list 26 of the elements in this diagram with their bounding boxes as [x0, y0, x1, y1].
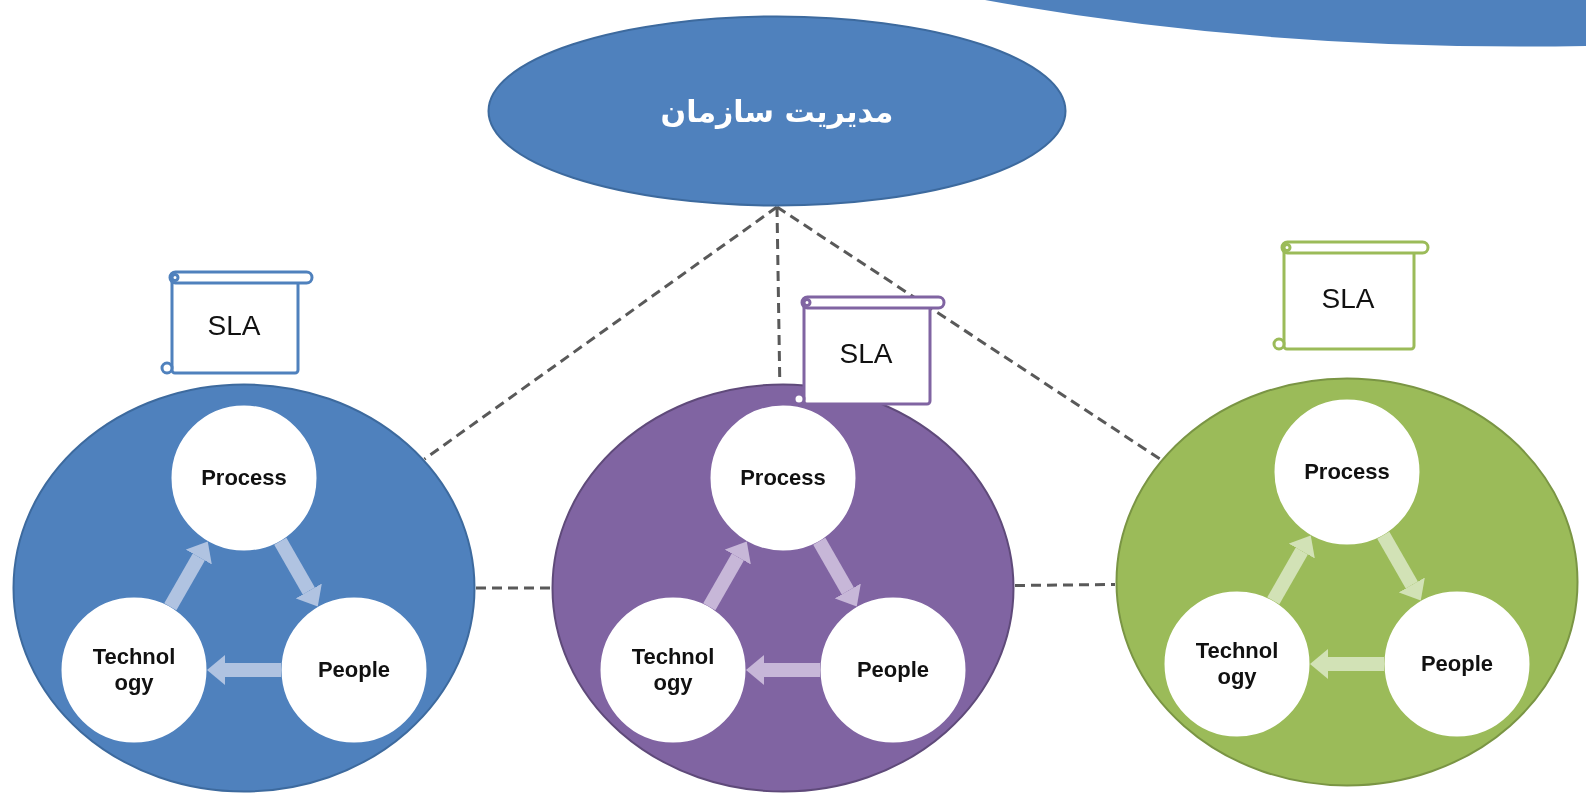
circle-label: People [1419, 650, 1495, 678]
dashed-connector [423, 205, 778, 461]
cycle-arrow [703, 541, 751, 611]
circle-label: Process [200, 464, 288, 492]
circle-label: Process [1303, 458, 1391, 486]
circle-label: Technology [91, 643, 177, 697]
cycle-arrow [274, 537, 322, 607]
title-text: مدیریت سازمان [660, 93, 894, 129]
cycle-arrow [207, 655, 281, 685]
scroll-label: SLA [1321, 283, 1375, 315]
cycle-arrow [813, 537, 861, 607]
dashed-connector [776, 205, 1162, 461]
cycle-arrow [1310, 649, 1384, 679]
cycle-arrow [1267, 535, 1315, 605]
scroll-label: SLA [207, 310, 261, 342]
scroll-label: SLA [839, 338, 893, 370]
dashed-connector [476, 586, 551, 590]
circle-label: Technology [630, 643, 716, 697]
cycle-arrow [1377, 531, 1425, 601]
circle-label: Process [739, 464, 827, 492]
circle-label: Technology [1194, 637, 1280, 691]
cycle-arrow [746, 655, 820, 685]
dashed-connector [1015, 583, 1115, 587]
circle-label: People [316, 656, 392, 684]
circle-label: People [855, 656, 931, 684]
cycle-arrow [164, 541, 212, 611]
